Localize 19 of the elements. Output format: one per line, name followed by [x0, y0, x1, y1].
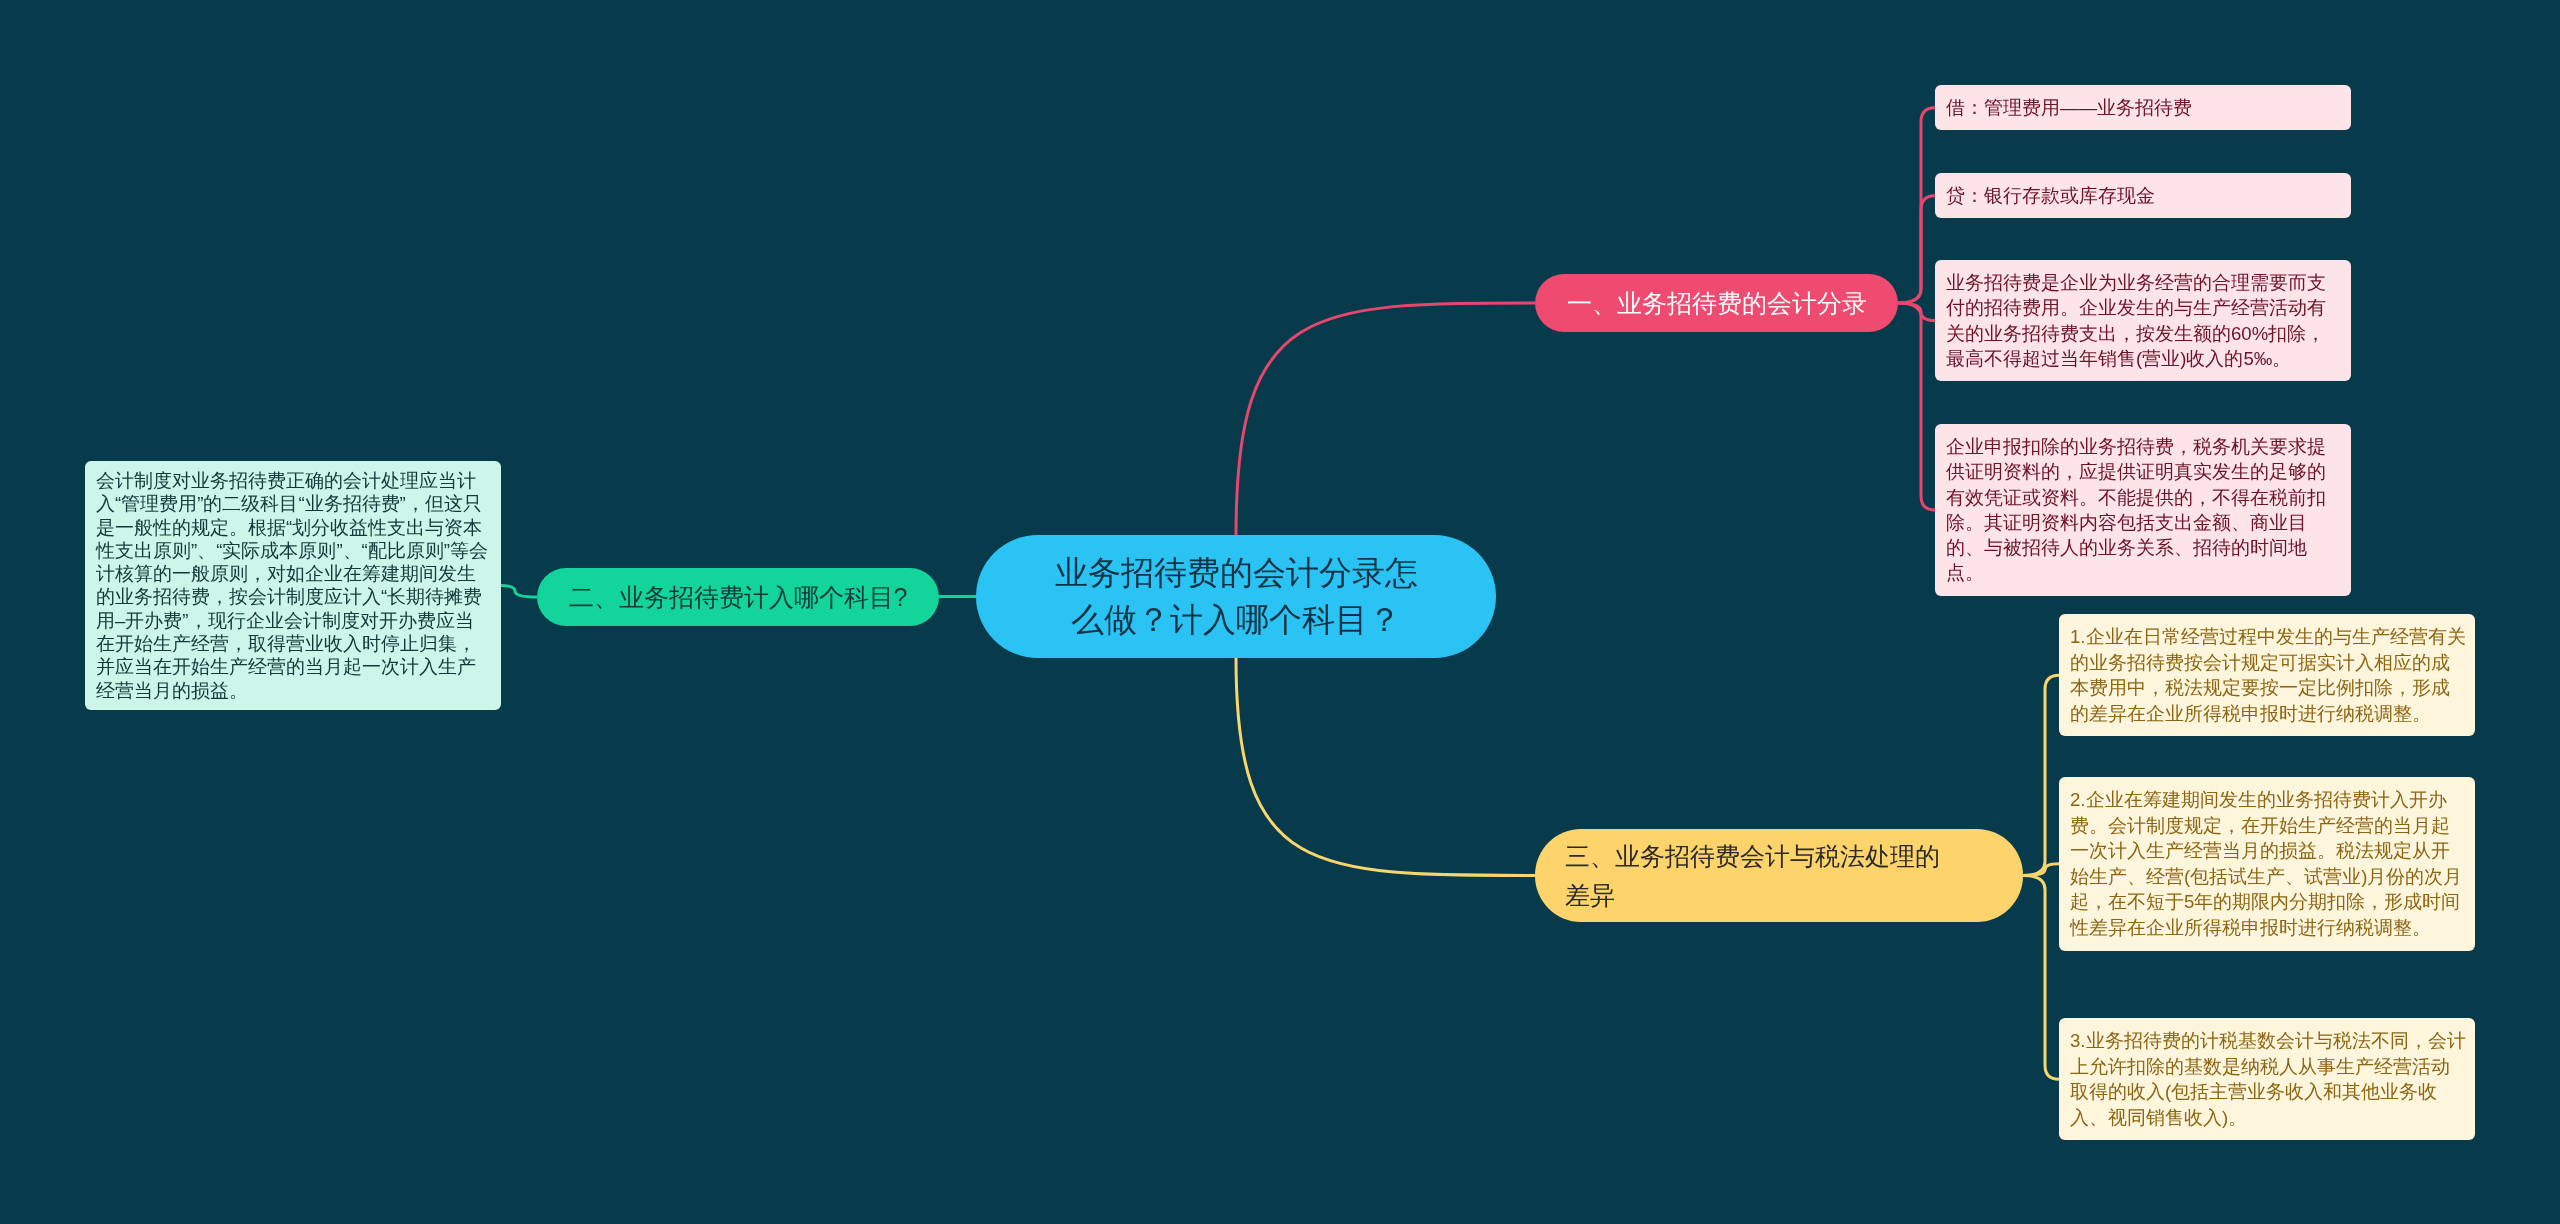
- note-box: 业务招待费是企业为业务经营的合理需要而支付的招待费用。企业发生的与生产经营活动有关的业务招待费支出，按发生额的60%扣除，最高不得超过当年销售(营业)收入的5‰。: [1935, 260, 2351, 382]
- connector-line: [500, 584, 537, 599]
- note-box: 借：管理费用——业务招待费: [1935, 85, 2351, 131]
- note-box: 会计制度对业务招待费正确的会计处理应当计入“管理费用”的二级科目“业务招待费”，但这只是一般性的规定。根据“划分收益性支出与资本性支出原则”、“实际成本原则”、“配比原则”等会计核算的一般原则，对如企业在筹建期间发生的业务招待费，按会计制度应计入“长期待摊费用–开办费”，现行企业会计制度对开办费应当在开始生产经营，取得营业收入时停止归集，并应当在开始生产经营的当月起一次计入生产经营当月的损益。: [85, 461, 501, 710]
- note-box: 贷：银行存款或库存现金: [1935, 173, 2351, 219]
- branch-topic: 一、业务招待费的会计分录: [1535, 274, 1898, 332]
- branch-topic: 二、业务招待费计入哪个科目?: [537, 568, 939, 626]
- note-box: 1.企业在日常经营过程中发生的与生产经营有关的业务招待费按会计规定可据实计入相应的成本费用中，税法规定要按一定比例扣除，形成的差异在企业所得税申报时进行纳税调整。: [2059, 614, 2475, 737]
- note-box: 3.业务招待费的计税基数会计与税法不同，会计上允许扣除的基数是纳税人从事生产经营活动取得的收入(包括主营业务收入和其他业务收入、视同销售收入)。: [2059, 1018, 2475, 1141]
- connector-line: [1234, 657, 1535, 877]
- connector-line: [939, 595, 976, 598]
- branch-topic: 三、业务招待费会计与税法处理的差异: [1535, 829, 2023, 922]
- note-box: 2.企业在筹建期间发生的业务招待费计入开办费。会计制度规定，在开始生产经营的当月起一次计入生产经营当月的损益。税法规定从开始生产、经营(包括试生产、试营业)月份的次月起，在不短于5年的期限内分期扣除，形成时间性差异在企业所得税申报时进行纳税调整。: [2059, 777, 2475, 951]
- connector-line: [1897, 301, 1936, 512]
- central-topic: 业务招待费的会计分录怎么做？计入哪个科目？: [976, 535, 1496, 658]
- connector-line: [2022, 874, 2060, 1081]
- note-box: 企业申报扣除的业务招待费，税务机关要求提供证明资料的，应提供证明真实发生的足够的有效凭证或资料。不能提供的，不得在税前扣除。其证明资料内容包括支出金额、商业目的、与被招待人的业务关系、招待的时间地点。: [1935, 424, 2351, 596]
- connector-line: [1234, 301, 1535, 536]
- connector-line: [1897, 194, 1936, 305]
